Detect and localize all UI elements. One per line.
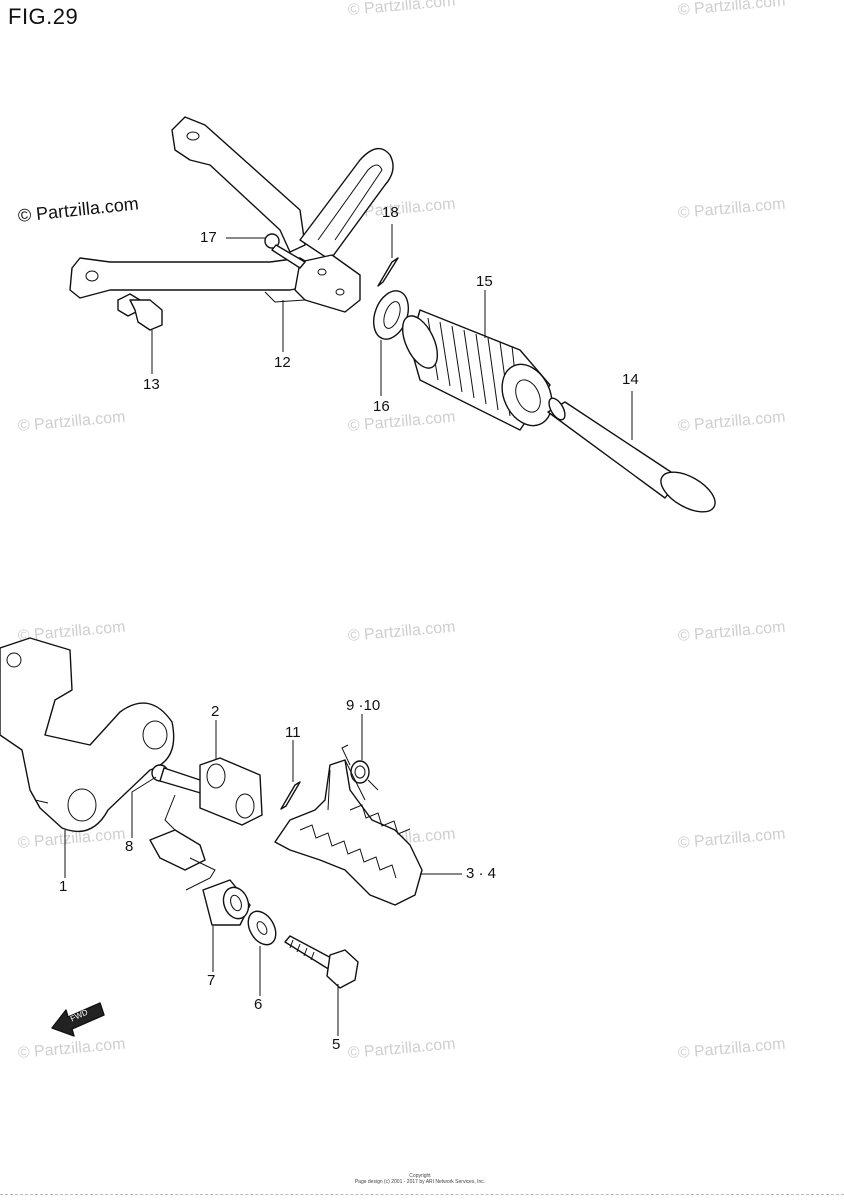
callout-11: 11	[285, 724, 301, 741]
pin-8	[151, 764, 207, 795]
callout-6: 6	[254, 996, 263, 1013]
callout-2: 2	[211, 703, 220, 720]
pin-17	[264, 233, 306, 269]
callout-7: 7	[207, 972, 216, 989]
washer-6	[247, 910, 277, 946]
callout-3-4: 3 · 4	[466, 865, 497, 882]
leader-line-8	[131, 776, 157, 838]
callout-17: 17	[200, 229, 217, 246]
cotter-pin-11	[280, 781, 301, 810]
footrest-bracket-1	[0, 637, 175, 833]
bushing-7	[202, 879, 251, 926]
footrest-bracket-12	[69, 116, 394, 313]
callout-12: 12	[274, 354, 291, 371]
footrest-3-4	[274, 759, 423, 906]
callout-16: 16	[373, 398, 390, 415]
callout-1: 1	[59, 878, 68, 895]
bolt-13	[117, 293, 163, 331]
callout-18: 18	[382, 204, 399, 221]
bolt-5	[284, 935, 359, 989]
footrest-rubber-15	[401, 309, 553, 431]
copyright-line-1: Copyright	[409, 1173, 431, 1179]
callout-15: 15	[476, 273, 493, 290]
callout-9-10: 9 ·10	[346, 697, 381, 714]
callout-13: 13	[143, 376, 160, 393]
callout-14: 14	[622, 371, 639, 388]
footrest-pin-14	[547, 397, 716, 513]
copyright-footer: Copyright Page design (c) 2001 - 2017 by…	[340, 1173, 500, 1185]
callout-8: 8	[125, 838, 134, 855]
figure-title: FIG.29	[8, 4, 79, 29]
cotter-pin-18	[377, 257, 399, 287]
page-bottom-divider	[0, 1194, 844, 1195]
copyright-line-2: Page design (c) 2001 - 2017 by ARI Netwo…	[354, 1179, 486, 1185]
footrest-bracket-2	[149, 757, 263, 891]
callout-5: 5	[332, 1036, 341, 1053]
fwd-arrow-icon	[51, 1002, 105, 1037]
